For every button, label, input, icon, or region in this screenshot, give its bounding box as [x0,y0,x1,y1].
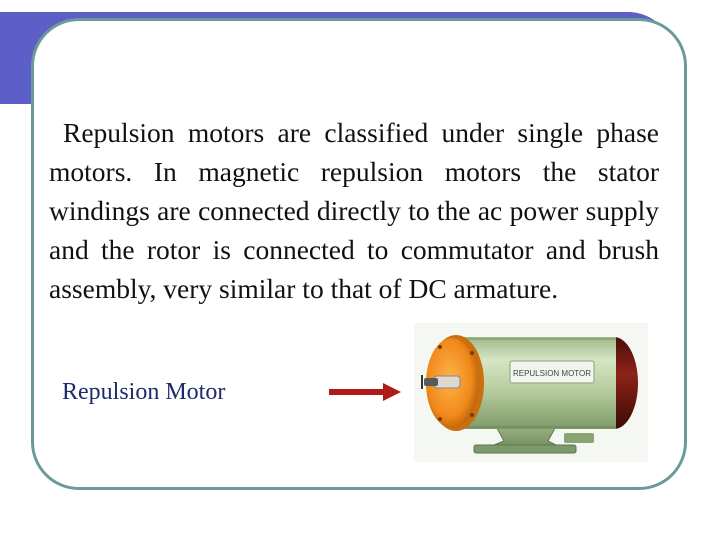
motor-caption: Repulsion Motor [62,379,226,405]
arrow-right-icon [329,383,401,401]
body-paragraph: Repulsion motors are classified under si… [49,117,659,304]
nameplate-label: REPULSION MOTOR [513,369,591,378]
repulsion-motor-image: REPULSION MOTOR [414,323,648,462]
slide-title: Introduction [221,50,503,99]
